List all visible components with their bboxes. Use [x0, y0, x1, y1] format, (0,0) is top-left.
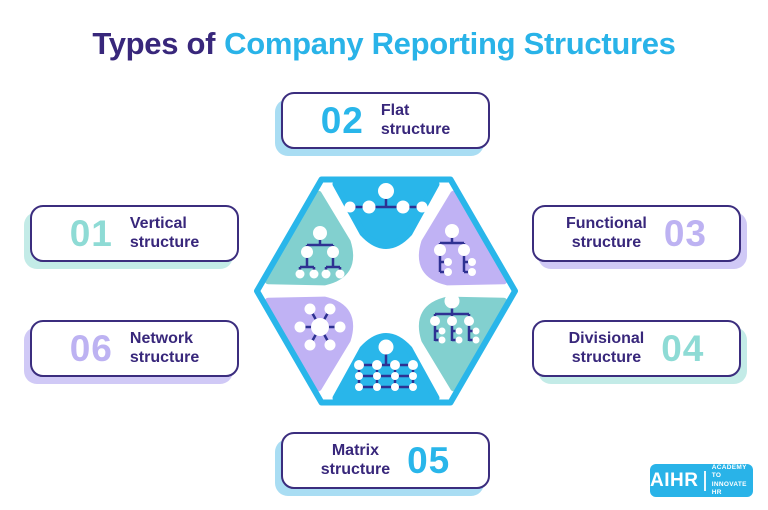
hexagon-diagram	[254, 176, 518, 406]
aihr-logo: AIHR ACADEMY TO INNOVATE HR	[650, 464, 753, 497]
title-dark-part: Types of	[92, 26, 216, 61]
aihr-tagline-line1: ACADEMY TO	[711, 463, 747, 480]
card-label-line2: structure	[320, 460, 391, 478]
hexagon-outline	[254, 176, 518, 406]
sector-flat	[332, 180, 440, 249]
card-number: 05	[407, 439, 451, 481]
card-number: 01	[69, 212, 113, 254]
card-label-line1: Matrix	[331, 441, 379, 459]
card-label-line2: structure	[380, 120, 451, 138]
card-functional-structure: Functional structure 03	[532, 205, 741, 262]
aihr-logo-divider	[704, 470, 706, 491]
card-label: Matrix structure	[321, 442, 390, 480]
card-label: Divisional structure	[569, 330, 645, 368]
card-label: Network structure	[130, 330, 199, 368]
aihr-logo-tagline: ACADEMY TO INNOVATE HR	[712, 464, 753, 498]
card-number: 04	[661, 327, 705, 369]
card-label-line1: Functional	[565, 214, 647, 232]
divisional-structure-icon	[430, 293, 480, 344]
flat-structure-icon	[344, 183, 428, 214]
card-label-line1: Divisional	[568, 329, 645, 347]
card-label-line2: structure	[571, 233, 642, 251]
card-label: Functional structure	[566, 215, 647, 253]
title-blue-part: Company Reporting Structures	[224, 26, 676, 61]
card-label-line1: Flat	[380, 101, 410, 119]
card-number: 02	[320, 99, 364, 141]
card-label: Vertical structure	[130, 215, 199, 253]
card-vertical-structure: 01 Vertical structure	[30, 205, 239, 262]
card-label-line1: Vertical	[129, 214, 187, 232]
card-number: 06	[69, 327, 113, 369]
sector-vertical	[264, 190, 354, 286]
card-flat-structure: 02 Flat structure	[281, 92, 490, 149]
functional-structure-icon	[434, 224, 476, 276]
card-matrix-structure: Matrix structure 05	[281, 432, 490, 489]
matrix-structure-icon	[354, 339, 418, 391]
card-label-line2: structure	[129, 233, 200, 251]
card-label-line1: Network	[129, 329, 194, 347]
card-label: Flat structure	[381, 102, 450, 140]
aihr-logo-brand: AIHR	[650, 469, 699, 491]
sector-functional	[418, 190, 508, 286]
sector-matrix	[332, 333, 440, 402]
aihr-tagline-line2: INNOVATE HR	[711, 480, 747, 496]
card-number: 03	[663, 212, 708, 254]
card-divisional-structure: Divisional structure 04	[532, 320, 741, 377]
card-network-structure: 06 Network structure	[30, 320, 239, 377]
network-structure-icon	[294, 303, 346, 351]
vertical-structure-icon	[295, 226, 345, 279]
card-label-line2: structure	[129, 348, 200, 366]
card-label-line2: structure	[571, 348, 642, 366]
